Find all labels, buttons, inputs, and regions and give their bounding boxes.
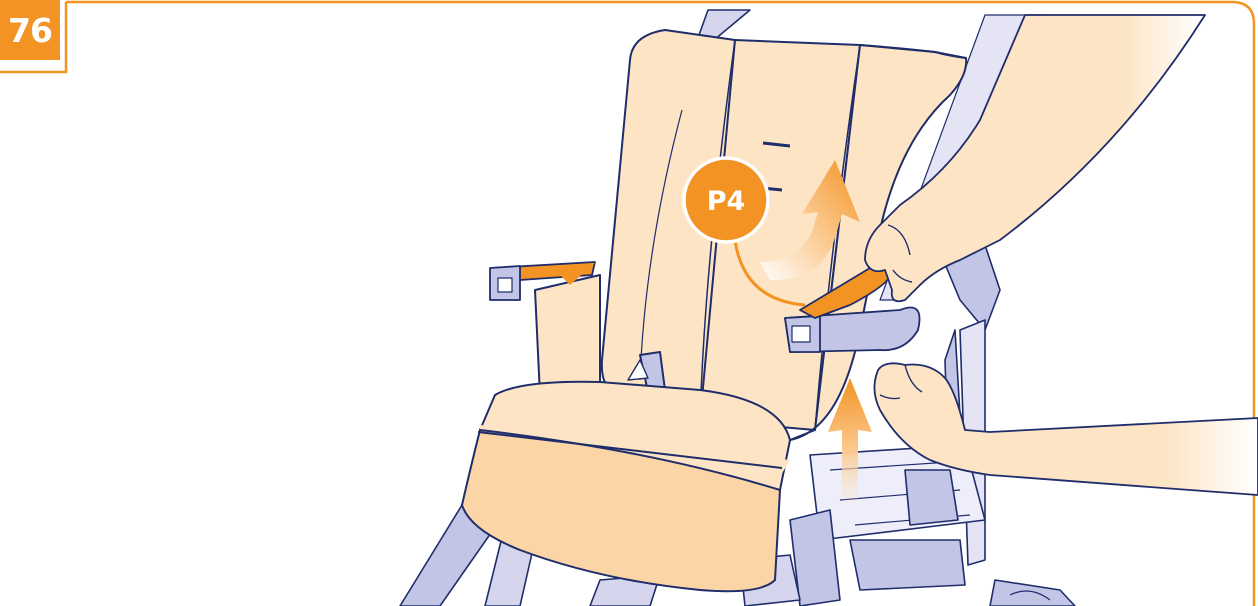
- callout-label: P4: [707, 186, 746, 217]
- step-number-badge: 76: [0, 0, 60, 60]
